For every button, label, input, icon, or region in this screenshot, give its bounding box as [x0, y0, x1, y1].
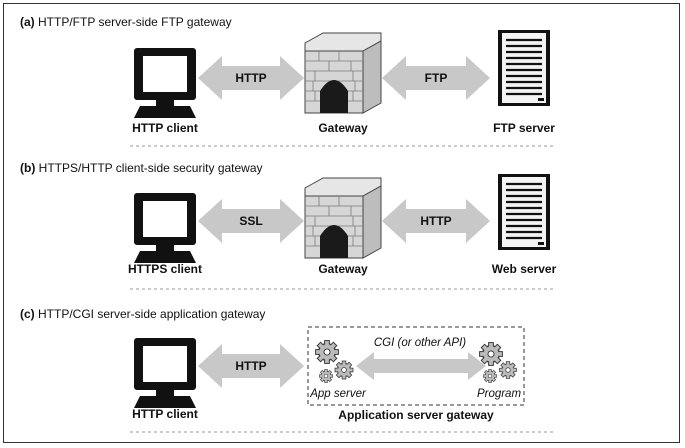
app-server-gears-icon: [315, 340, 354, 383]
ssl-arrow-label: SSL: [239, 214, 262, 228]
http-client-label: HTTP client: [132, 121, 198, 135]
web-server-label: Web server: [492, 262, 557, 276]
http-client-label: HTTP client: [132, 407, 198, 421]
http-arrow: [382, 199, 490, 243]
ftp-server-icon: [496, 28, 552, 108]
https-client-label: HTTPS client: [128, 262, 202, 276]
ftp-arrow: [382, 56, 490, 100]
panel-b: (b) HTTPS/HTTP client-side security gate…: [20, 161, 557, 290]
gateway-label: Gateway: [318, 262, 368, 276]
http-arrow-label: HTTP: [420, 214, 451, 228]
ftp-arrow-label: FTP: [425, 71, 448, 85]
http-client-monitor-icon: [134, 338, 196, 408]
cgi-arrow-label: CGI (or other API): [374, 337, 466, 349]
http-arrow-label: HTTP: [235, 359, 266, 373]
panel-c: (c) HTTP/CGI server-side application gat…: [20, 307, 556, 433]
ssl-arrow: [198, 199, 304, 243]
gateway-label: Gateway: [318, 121, 368, 135]
ftp-server-label: FTP server: [493, 121, 555, 135]
panel-a: (a) HTTP/FTP server-side FTP gateway HTT…: [20, 15, 556, 147]
web-server-icon: [496, 172, 552, 252]
application-server-gateway-box: [307, 326, 525, 406]
gateway-icon: [304, 32, 382, 114]
http-arrow: [198, 56, 304, 100]
http-arrow: [198, 344, 304, 388]
panel-c-title: (c) HTTP/CGI server-side application gat…: [20, 307, 265, 321]
figure-frame: [3, 3, 680, 443]
app-server-label: App server: [309, 388, 367, 400]
http-arrow-label: HTTP: [235, 71, 266, 85]
gateway-icon: [304, 177, 382, 259]
cgi-arrow: [356, 352, 486, 380]
program-gears-icon: [479, 342, 517, 383]
panel-b-title: (b) HTTPS/HTTP client-side security gate…: [20, 161, 263, 175]
http-client-monitor-icon: [134, 48, 196, 118]
panel-a-title: (a) HTTP/FTP server-side FTP gateway: [20, 15, 232, 29]
https-client-monitor-icon: [134, 193, 196, 263]
application-server-gateway-label: Application server gateway: [338, 408, 494, 422]
program-label: Program: [477, 388, 522, 400]
